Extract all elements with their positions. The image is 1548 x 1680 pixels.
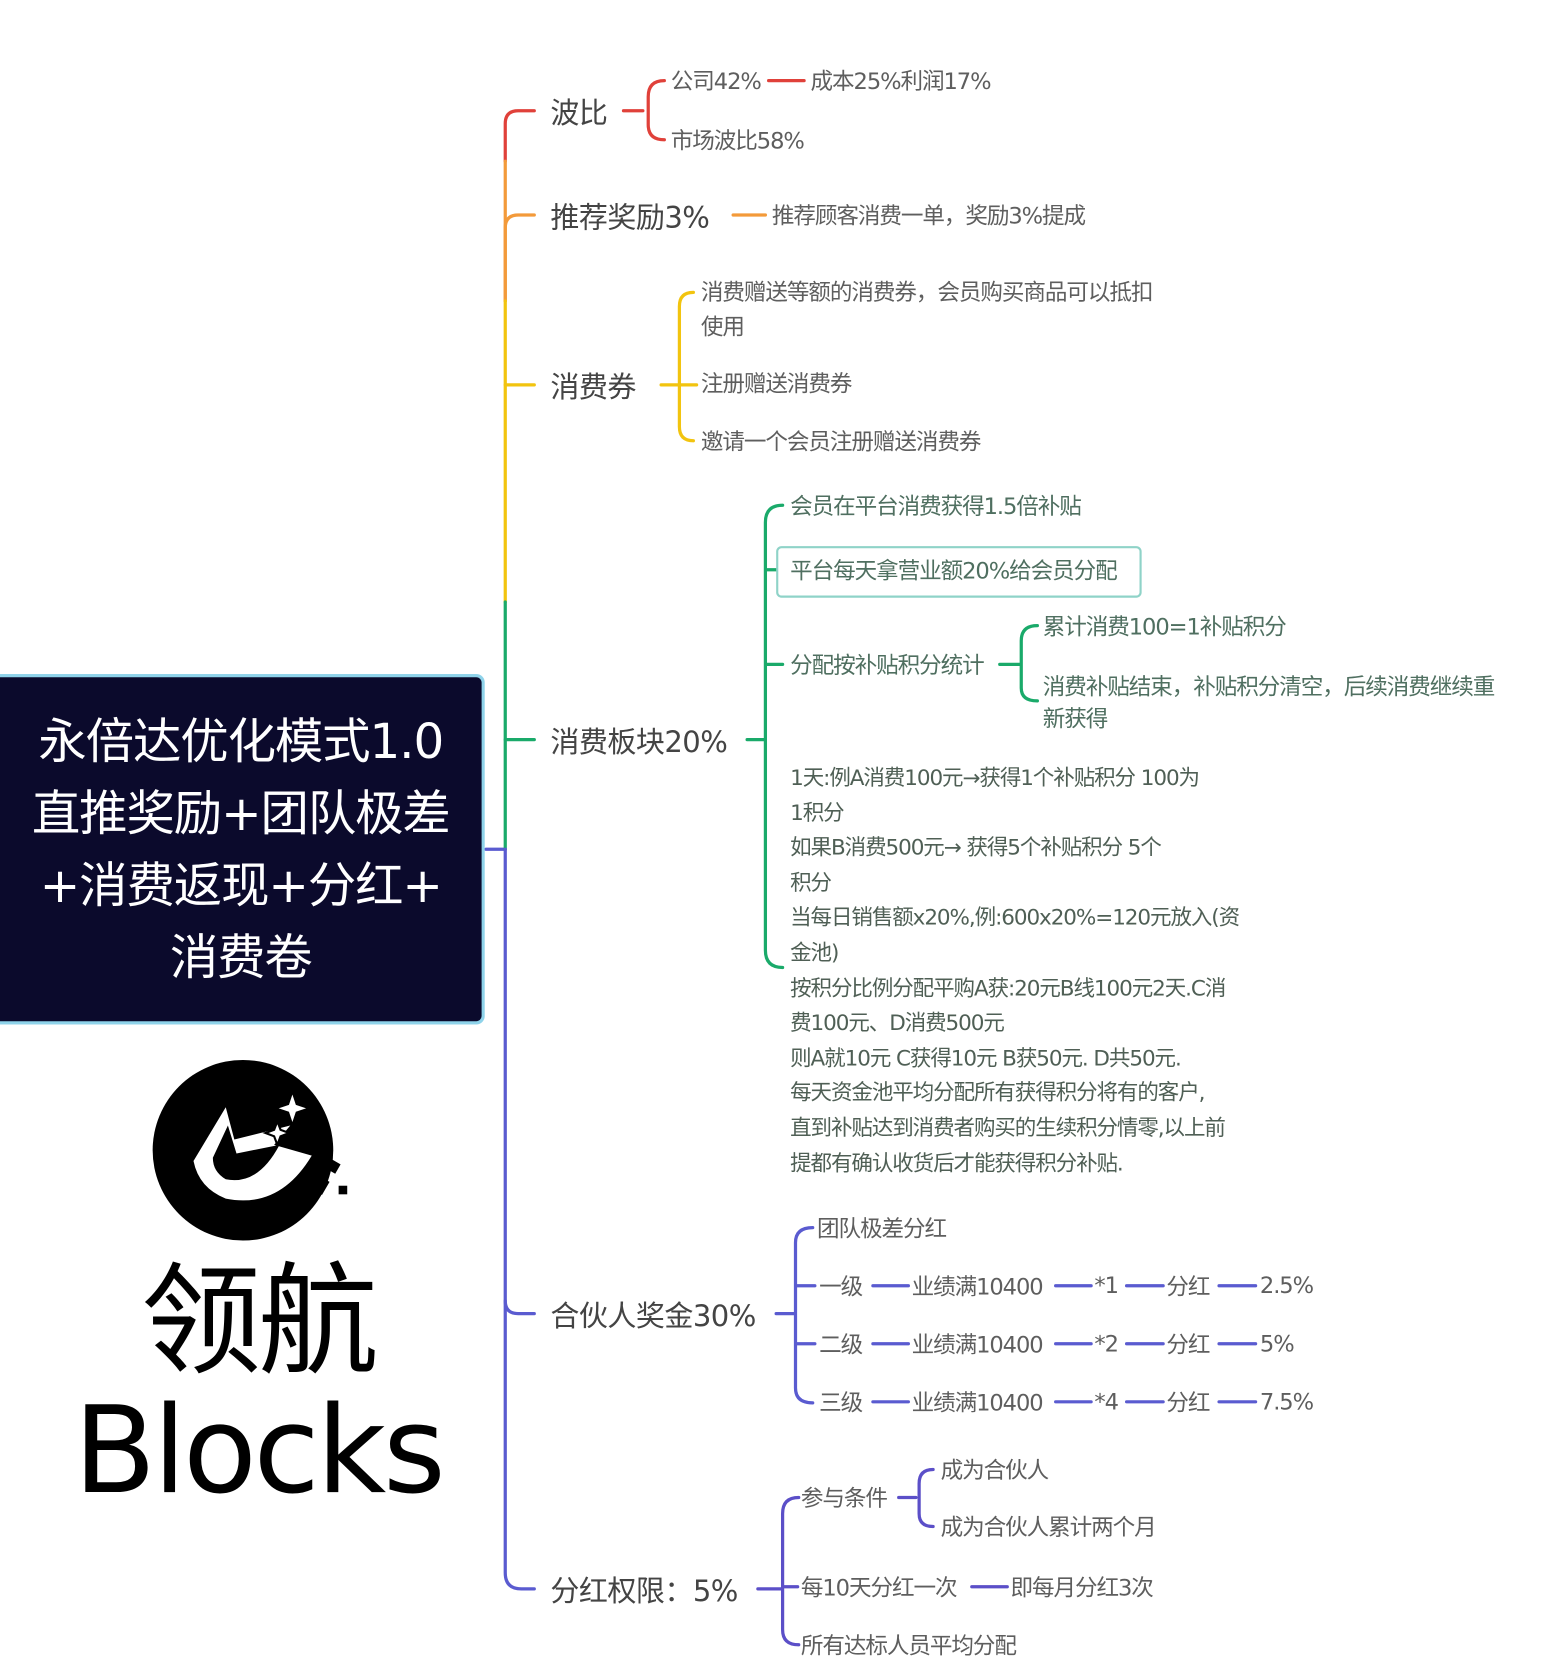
partner-mult: *4 [1094,1388,1119,1415]
node-frequency: 每10天分红一次 [800,1574,958,1601]
partner-mult: *2 [1094,1330,1119,1357]
root-line: +消费返现+分红+ [39,856,443,914]
node-conditions: 参与条件 [800,1485,888,1512]
node-team-dividend: 团队极差分红 [817,1215,947,1242]
node-coupon: 注册赠送消费券 [700,370,853,397]
node-company: 公司42% [670,68,762,95]
node-coupon: 使用 [700,313,745,340]
partner-req: 业绩满10400 [911,1273,1044,1300]
node-referral-detail: 推荐顾客消费一单，奖励3%提成 [771,203,1086,229]
node-company-detail: 成本25%利润17% [810,68,992,95]
partner-div: 分红 [1166,1389,1210,1416]
node-market: 市场波比58% [670,127,805,154]
node-example-paragraph: 1天:例A消费100元→获得1个补贴积分 100为 1积分 如果B消费500元→… [790,760,1284,1180]
partner-pct: 5% [1259,1330,1295,1357]
partner-level: 一级 [819,1273,863,1300]
node-subsidy: 会员在平台消费获得1.5倍补贴 [790,493,1082,520]
node-daily-pool: 平台每天拿营业额20%给会员分配 [790,557,1118,584]
node-frequency-detail: 即每月分红3次 [1010,1574,1154,1601]
node-stats-item: 新获得 [1042,706,1109,733]
partner-level: 三级 [819,1389,863,1416]
branch-referral: 推荐奖励3% [550,201,710,235]
watermark-text: 领航Blocks [73,1252,445,1522]
paragraph-line: 当每日销售额x20%,例:600x20%=120元放入(资 [790,904,1240,931]
paragraph-line: 如果B消费500元→ 获得5个补贴积分 5个 [790,834,1162,861]
node-stats: 分配按补贴积分统计 [790,652,985,679]
root-line: 消费卷 [169,928,313,986]
partner-div: 分红 [1166,1331,1210,1358]
paragraph-line: 提都有确认收货后才能获得积分补贴. [790,1149,1124,1176]
paragraph-line: 每天资金池平均分配所有获得积分将有的客户, [790,1079,1205,1106]
paragraph-line: 则A就10元 C获得10元 B获50元. D共50元. [790,1044,1182,1071]
watermark-logo-icon [152,1059,348,1241]
paragraph-line: 1天:例A消费100元→获得1个补贴积分 100为 [790,764,1200,791]
node-stats-item: 消费补贴结束，补贴积分清空，后续消费继续重 [1042,674,1496,700]
node-stats-item: 累计消费100=1补贴积分 [1042,613,1287,640]
node-condition: 成为合伙人 [940,1457,1050,1484]
partner-div: 分红 [1166,1273,1210,1300]
node-distribution: 所有达标人员平均分配 [800,1632,1017,1659]
partner-level: 二级 [819,1331,863,1358]
branch-coupon: 消费券 [550,371,636,405]
partner-pct: 7.5% [1259,1388,1314,1415]
branch-bobi: 波比 [550,97,608,131]
branch-partner: 合伙人奖金30% [550,1300,756,1334]
partner-req: 业绩满10400 [911,1331,1044,1358]
highlight-box [776,546,1142,598]
branch-dividend: 分红权限：5% [550,1575,738,1609]
partner-mult: *1 [1094,1272,1119,1299]
paragraph-line: 直到补贴达到消费者购买的生续积分情零,以上前 [790,1114,1226,1141]
partner-req: 业绩满10400 [911,1389,1044,1416]
paragraph-line: 金池) [790,939,839,966]
root-line: 永倍达优化模式1.0 [38,712,444,770]
root-line: 直推奖励+团队极差 [31,784,451,842]
paragraph-line: 费100元、D消费500元 [790,1009,1005,1036]
paragraph-line: 积分 [790,869,832,896]
node-coupon: 邀请一个会员注册赠送消费券 [700,428,982,455]
node-coupon: 消费赠送等额的消费券，会员购买商品可以抵扣 [700,279,1154,306]
branch-consumption: 消费板块20% [550,726,728,760]
node-condition: 成为合伙人累计两个月 [940,1514,1157,1541]
paragraph-line: 1积分 [790,799,845,826]
root-node: 永倍达优化模式1.0 直推奖励+团队极差 +消费返现+分红+ 消费卷 [0,674,485,1025]
paragraph-line: 按积分比例分配平购A获:20元B线100元2天.C消 [790,974,1226,1001]
partner-pct: 2.5% [1259,1272,1314,1299]
